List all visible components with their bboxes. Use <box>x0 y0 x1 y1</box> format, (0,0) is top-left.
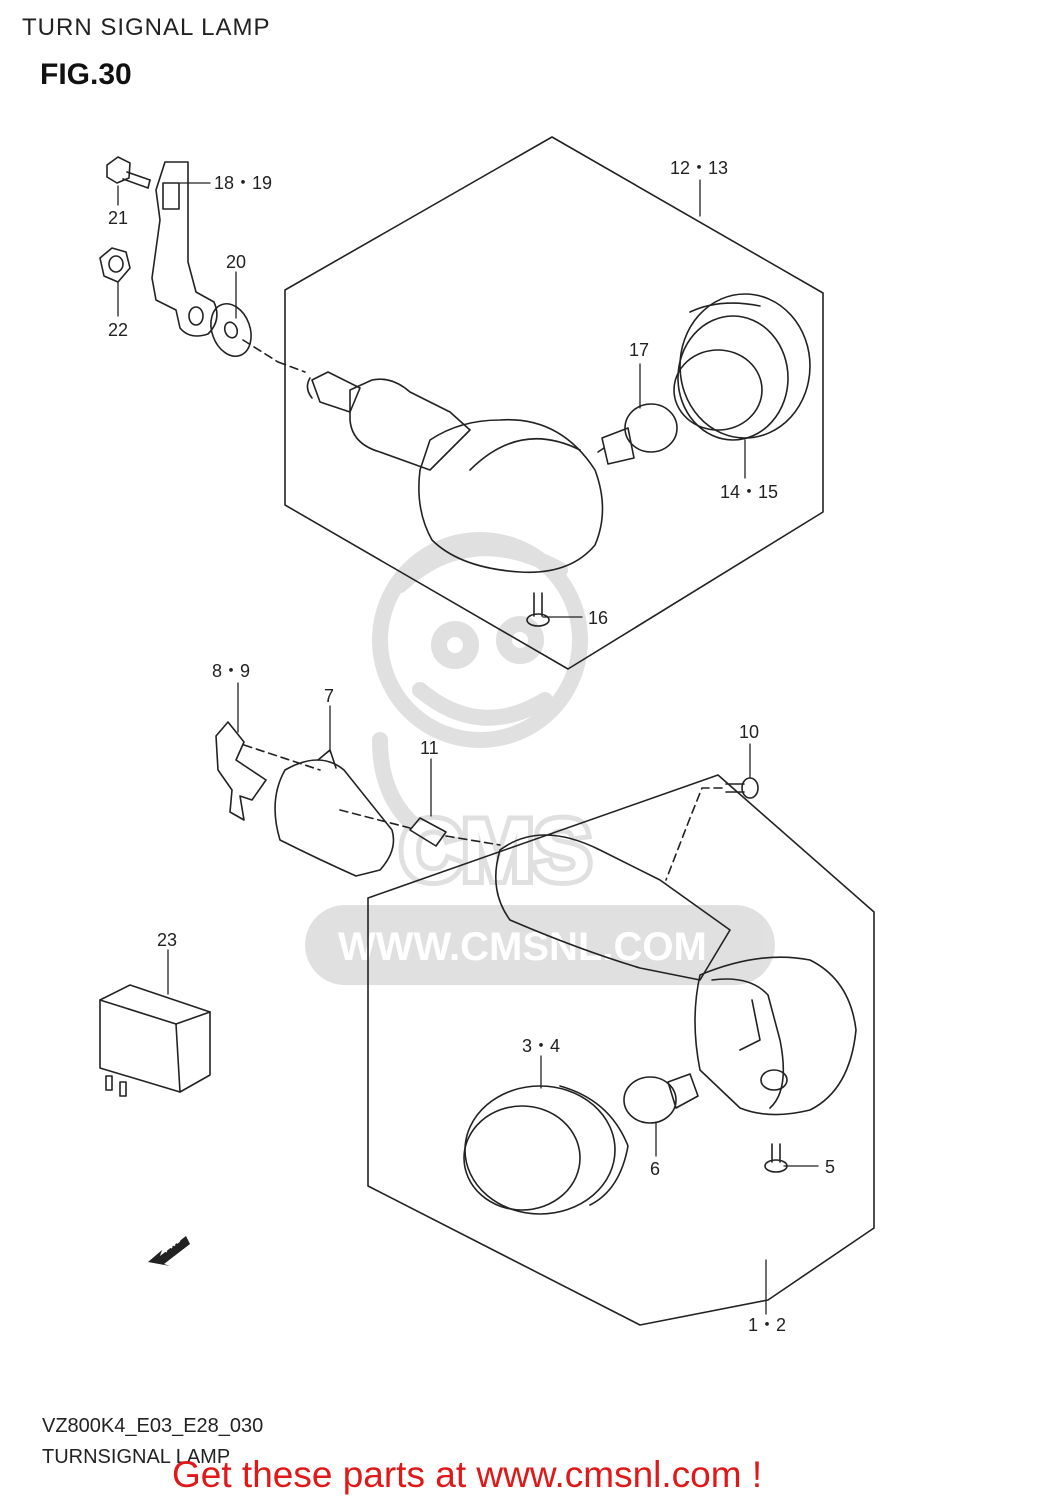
screw-10-part <box>725 777 759 799</box>
diagram-code: VZ800K4_E03_E28_030 <box>42 1415 264 1437</box>
callout-7: 7 <box>324 686 334 706</box>
lower-lamp-body-part <box>494 834 857 1116</box>
bulb-6-part <box>623 1073 699 1124</box>
callout-6: 6 <box>650 1159 660 1179</box>
bracket-part <box>151 161 218 337</box>
upper-lens-14-15-part <box>673 293 811 441</box>
pin-11-part <box>409 817 447 847</box>
upper-lamp-housing-part <box>306 371 604 574</box>
bolt-21-part <box>106 156 151 189</box>
bulb-17-part <box>597 403 678 465</box>
page-title: TURN SIGNAL LAMP <box>22 14 271 41</box>
callout-18-19: 18・19 <box>214 173 272 193</box>
watermark-url-bar <box>305 905 775 985</box>
callout-11: 11 <box>420 738 439 758</box>
upper-assembly-frame <box>284 136 824 670</box>
callout-20: 20 <box>226 252 246 272</box>
relay-23-part <box>99 984 211 1097</box>
callout-16: 16 <box>588 608 608 628</box>
lower-lens-3-4-part <box>463 1085 629 1215</box>
lower-assembly-frame <box>367 774 875 1326</box>
leader-lines <box>117 179 819 1315</box>
callout-12-13: 12・13 <box>670 158 728 178</box>
callout-5: 5 <box>825 1157 835 1177</box>
bracket-tab <box>162 182 180 210</box>
callout-17: 17 <box>629 340 649 360</box>
diagram-title: TURNSIGNAL LAMP <box>42 1446 231 1468</box>
callout-labels: 12・13 14・15 16 17 18・19 20 21 22 8・9 7 1… <box>108 158 835 1335</box>
bracket-hole <box>188 306 204 326</box>
nut-22-part <box>99 247 131 283</box>
callout-8-9: 8・9 <box>212 661 250 681</box>
clip-8-9-part <box>215 721 267 821</box>
callout-22: 22 <box>108 320 128 340</box>
callout-23: 23 <box>157 930 177 950</box>
callout-14-15: 14・15 <box>720 482 778 502</box>
screw-5-part <box>764 1143 788 1173</box>
cta-link[interactable]: Get these parts at www.cmsnl.com ! <box>172 1454 763 1495</box>
watermark-url: WWW.CMSNL.COM <box>338 925 707 969</box>
callout-3-4: 3・4 <box>522 1036 560 1056</box>
watermark: CMS WWW.CMSNL.COM <box>305 532 775 985</box>
callout-21: 21 <box>108 208 128 228</box>
callout-10: 10 <box>739 722 759 742</box>
figure-number: FIG.30 <box>40 58 132 91</box>
mascot-watermark-icon <box>372 532 588 838</box>
screw-16-part <box>526 592 550 627</box>
forward-arrow-icon: FWD <box>148 1234 190 1266</box>
callout-1-2: 1・2 <box>748 1315 786 1335</box>
washer-20-part <box>210 303 252 357</box>
